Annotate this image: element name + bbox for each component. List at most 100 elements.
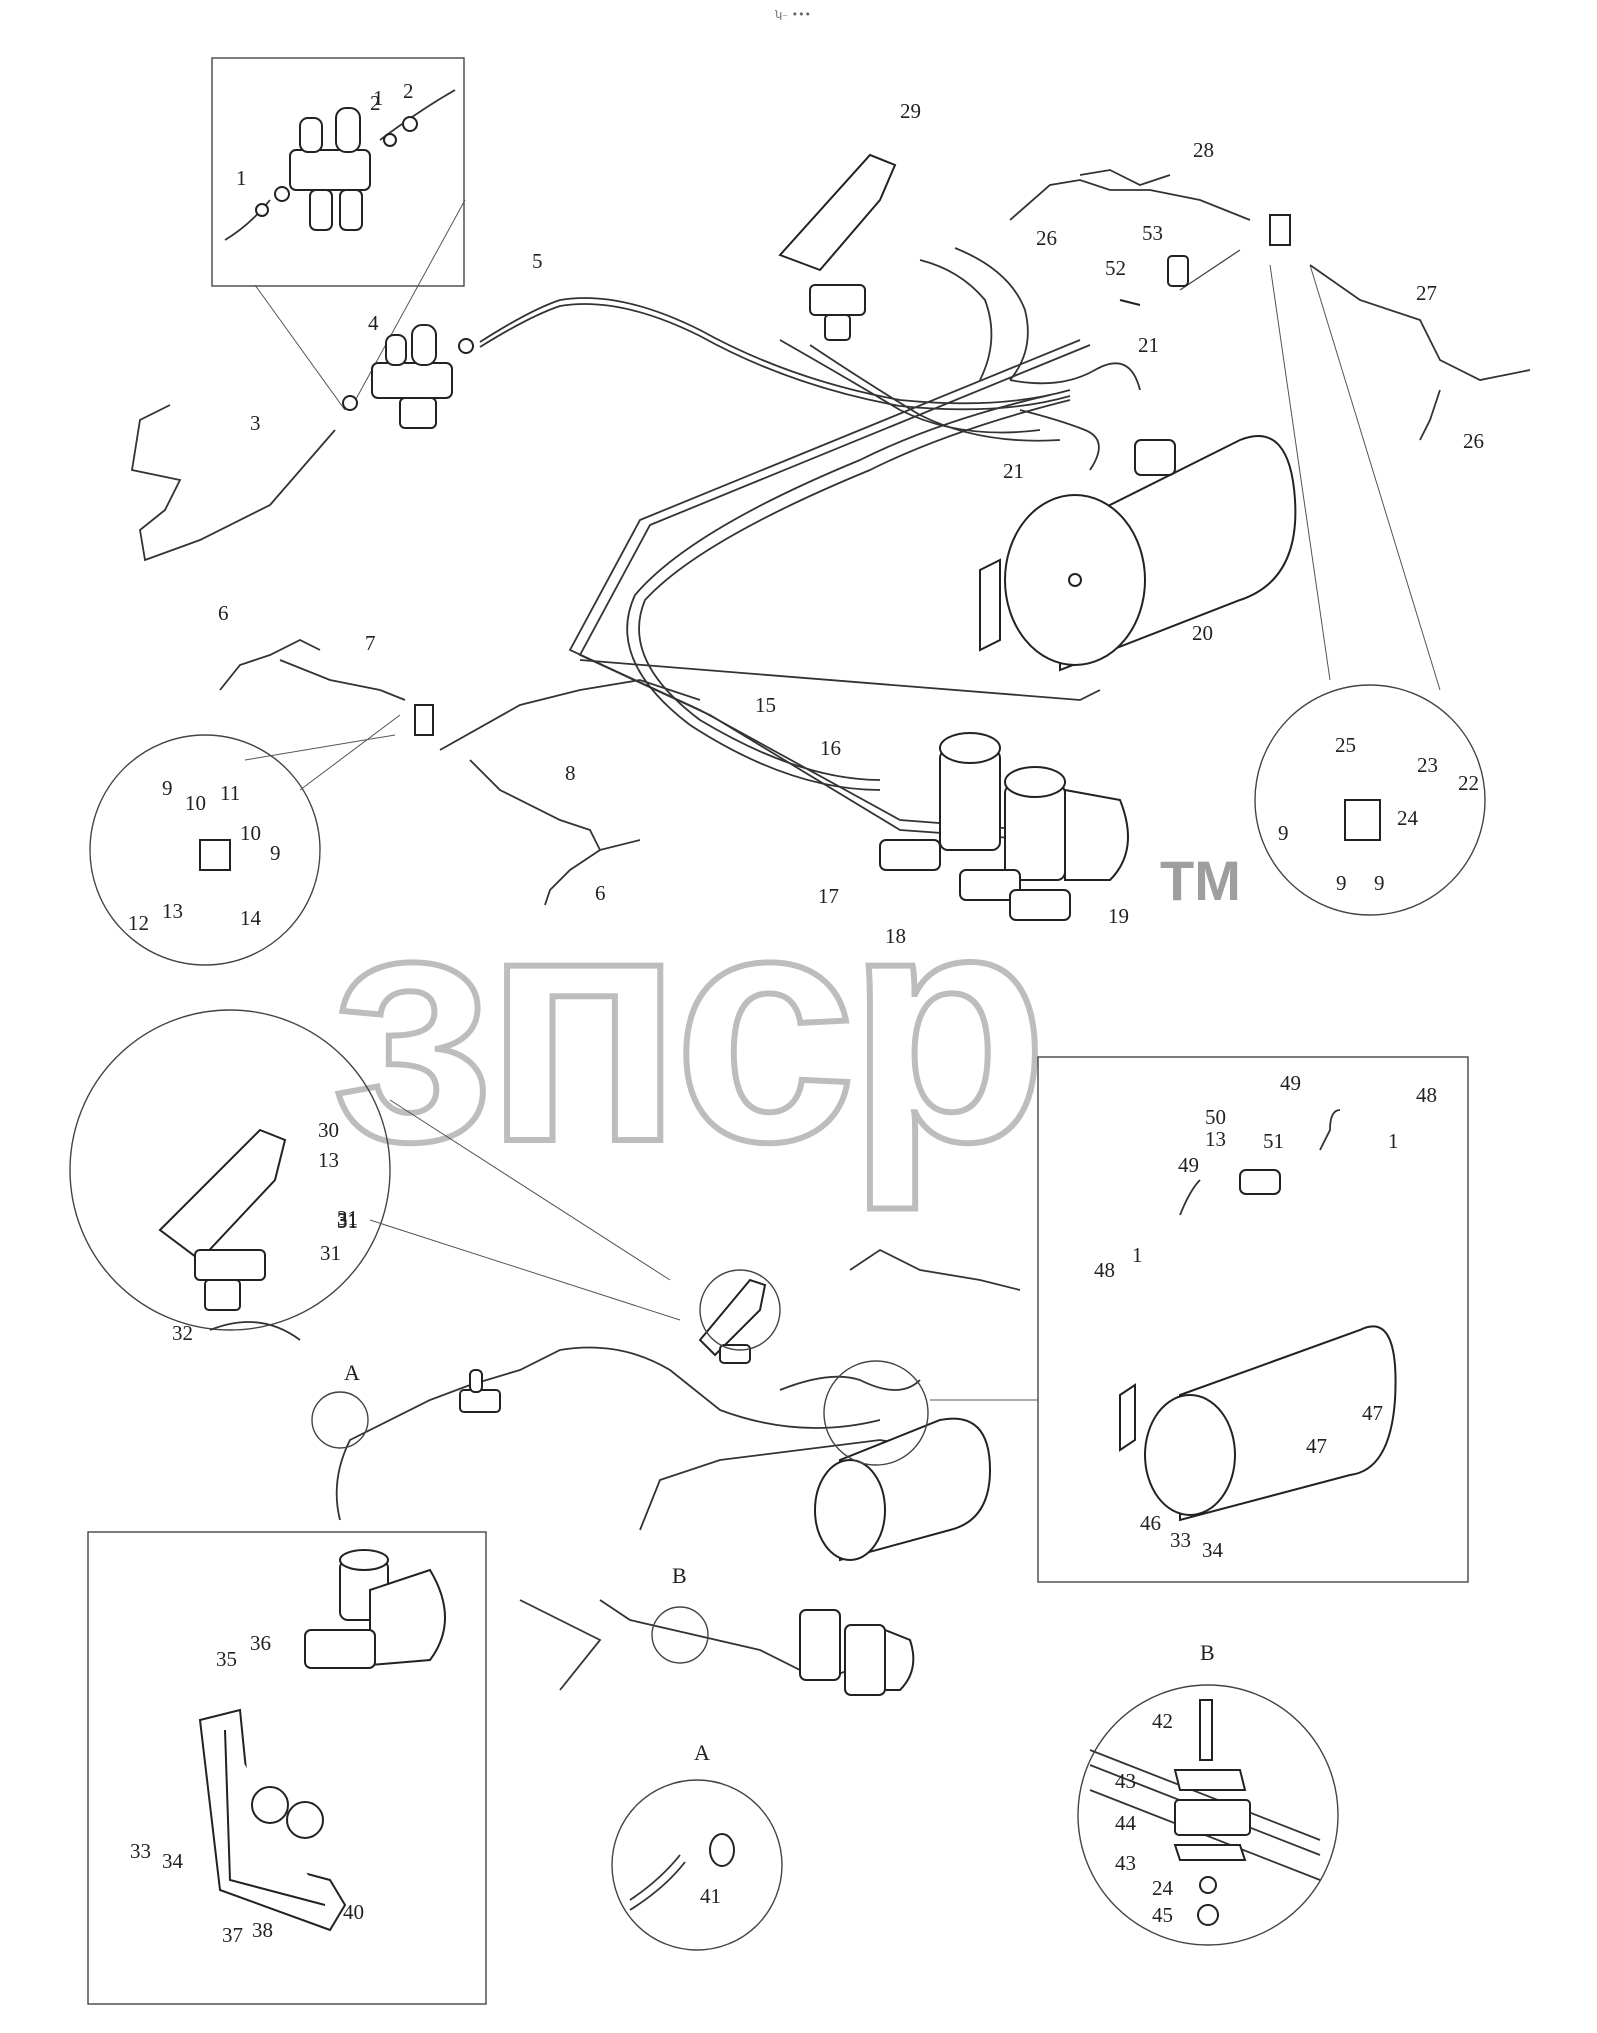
valve-inset (211, 57, 466, 411)
part-label-a-detail: 41 (700, 1884, 721, 1908)
part-label-main: 1 (373, 86, 384, 110)
detail-marker-a (311, 1391, 369, 1449)
part-label-detail-left: 11 (220, 781, 240, 805)
part-label-main: 4 (368, 311, 379, 335)
part-label-detail-left: 14 (240, 906, 262, 930)
part-label-main: 18 (885, 924, 906, 948)
main-assembly (89, 153, 1531, 966)
part-label-tank-detail: 49 (1280, 1071, 1301, 1095)
part-label-tank-detail: 51 (1263, 1129, 1284, 1153)
part-label-pedal-detail: 13 (318, 1148, 339, 1172)
air-tank-icon (979, 435, 1297, 672)
part-label-bracket-detail: 35 (216, 1647, 237, 1671)
part-label-main: 15 (755, 693, 776, 717)
header-mark: ʮ₋ ••• (775, 8, 811, 21)
part-label-b-detail: 43 (1115, 1851, 1136, 1875)
bracket-icon (414, 704, 434, 736)
part-label-main: 2 (403, 79, 414, 103)
watermark-tm: TM (1160, 849, 1241, 912)
pipe-27 (1309, 264, 1531, 381)
part-label-main: 28 (1193, 138, 1214, 162)
part-label-tank-detail: 47 (1306, 1434, 1327, 1458)
air-tank-icon (1119, 1109, 1397, 1522)
brake-valve-icon (289, 107, 371, 231)
part-label-main: 2 (370, 91, 381, 115)
detail-circle-pedal (69, 1009, 391, 1331)
part-label-detail-left: 10 (240, 821, 261, 845)
part-label-main: 21 (1138, 333, 1159, 357)
part-label-pedal-detail: 30 (318, 1118, 339, 1142)
bracket-detail-frame (87, 1531, 487, 2005)
brake-valve-icon (342, 324, 474, 429)
part-label-bracket-detail: 40 (343, 1900, 364, 1924)
compressor-icon (799, 1609, 915, 1696)
watermark: зпср TM (327, 838, 1241, 1215)
detail-title-a-top: A (344, 1360, 360, 1385)
part-label-bracket-detail: 33 (130, 1839, 151, 1863)
tank-detail-frame (1037, 1056, 1469, 1583)
part-label-pedal-detail: 31 (320, 1241, 341, 1265)
part-label-b-detail: 42 (1152, 1709, 1173, 1733)
part-label-detail-right: 9 (1336, 871, 1347, 895)
part-label-pedal-detail: 31 (337, 1206, 358, 1230)
detail-marker-tank (823, 1360, 929, 1466)
part-label-main: 17 (818, 884, 839, 908)
part-label-pedal-detail: 31 (337, 1208, 358, 1232)
part-label-tank-detail: 47 (1362, 1401, 1383, 1425)
part-label-detail-left: 9 (270, 841, 281, 865)
part-label-main: 26 (1463, 429, 1484, 453)
part-label-main: 7 (365, 631, 376, 655)
detail-circle-right (1254, 684, 1486, 916)
part-label-pedal-detail: 31 (337, 1209, 358, 1233)
bolt-icon (1199, 1699, 1213, 1761)
part-label-detail-left: 9 (162, 776, 173, 800)
part-label-main: 1 (236, 166, 247, 190)
part-label-main: 6 (218, 601, 229, 625)
bracket-icon (1269, 214, 1291, 246)
part-label-tank-detail: 33 (1170, 1528, 1191, 1552)
part-label-detail-right: 24 (1397, 806, 1419, 830)
detail-circle-b (1077, 1684, 1339, 1946)
part-label-detail-right: 9 (1278, 821, 1289, 845)
part-label-bracket-detail: 36 (250, 1631, 271, 1655)
part-label-main: 21 (1003, 459, 1024, 483)
detail-marker-pedal (699, 1269, 781, 1351)
compressor-icon (304, 1549, 446, 1669)
part-label-bracket-detail: 38 (252, 1918, 273, 1942)
part-label-tank-detail: 13 (1205, 1127, 1226, 1151)
part-label-bracket-detail: 34 (162, 1849, 184, 1873)
watermark-logo: зпср (330, 841, 1038, 1212)
detail-circle-left (89, 734, 321, 966)
part-label-b-detail: 43 (1115, 1769, 1136, 1793)
part-label-tank-detail: 34 (1202, 1538, 1224, 1562)
pipe-3 (130, 404, 336, 562)
detail-title-b-small: B (672, 1563, 687, 1588)
part-label-main: 53 (1142, 221, 1163, 245)
detail-circle-a (611, 1779, 783, 1951)
part-label-main: 26 (1036, 226, 1057, 250)
part-label-main: 19 (1108, 904, 1129, 928)
part-label-tank-detail: 48 (1416, 1083, 1437, 1107)
part-label-tank-detail: 50 (1205, 1105, 1226, 1129)
detail-marker-b (651, 1606, 709, 1664)
compressor-icon (879, 732, 1129, 921)
part-label-b-detail: 44 (1115, 1811, 1137, 1835)
brake-valve-icon (459, 1369, 501, 1413)
part-label-main: 16 (820, 736, 841, 760)
part-label-detail-right: 9 (1374, 871, 1385, 895)
part-label-main: 3 (250, 411, 261, 435)
detail-title-b-detail: B (1200, 1640, 1215, 1665)
part-label-tank-detail: 46 (1140, 1511, 1161, 1535)
part-label-detail-right: 23 (1417, 753, 1438, 777)
part-label-main: 6 (595, 881, 606, 905)
part-label-main: 27 (1416, 281, 1437, 305)
part-label-b-detail: 45 (1152, 1903, 1173, 1927)
pedal-icon (778, 153, 897, 341)
part-label-b-detail: 24 (1152, 1876, 1174, 1900)
part-label-main: 5 (532, 249, 543, 273)
part-label-tank-detail: 48 (1094, 1258, 1115, 1282)
part-label-detail-right: 25 (1335, 733, 1356, 757)
valve-inset-frame (211, 57, 465, 287)
